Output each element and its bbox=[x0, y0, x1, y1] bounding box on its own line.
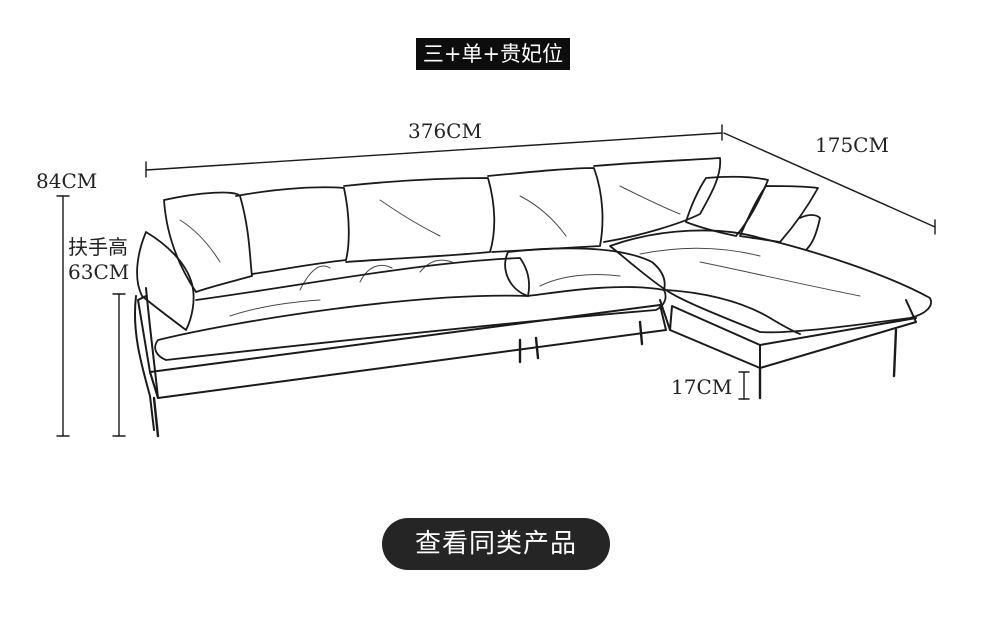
width-dimension-line bbox=[145, 124, 723, 178]
height-dimension-line bbox=[56, 195, 70, 437]
seat-cushions bbox=[154, 229, 932, 361]
total-width-label: 376CM bbox=[408, 119, 482, 143]
armrest-dimension-line bbox=[112, 293, 126, 437]
depth-dimension-line bbox=[723, 132, 936, 235]
sofa-frame bbox=[133, 287, 917, 431]
sofa-legs bbox=[152, 320, 898, 438]
leg-height-label: 17CM bbox=[671, 375, 733, 399]
page-title: 三+单+贵妃位 bbox=[416, 38, 570, 70]
back-cushions bbox=[136, 157, 821, 331]
armrest-height-label: 63CM bbox=[68, 260, 130, 284]
cushion-wrinkles bbox=[179, 185, 861, 317]
view-similar-products-button[interactable]: 查看同类产品 bbox=[382, 518, 610, 570]
total-height-label: 84CM bbox=[36, 169, 98, 193]
leg-dimension-line bbox=[738, 371, 750, 400]
chaise-depth-label: 175CM bbox=[815, 133, 889, 157]
armrest-height-title: 扶手高 bbox=[68, 235, 128, 259]
